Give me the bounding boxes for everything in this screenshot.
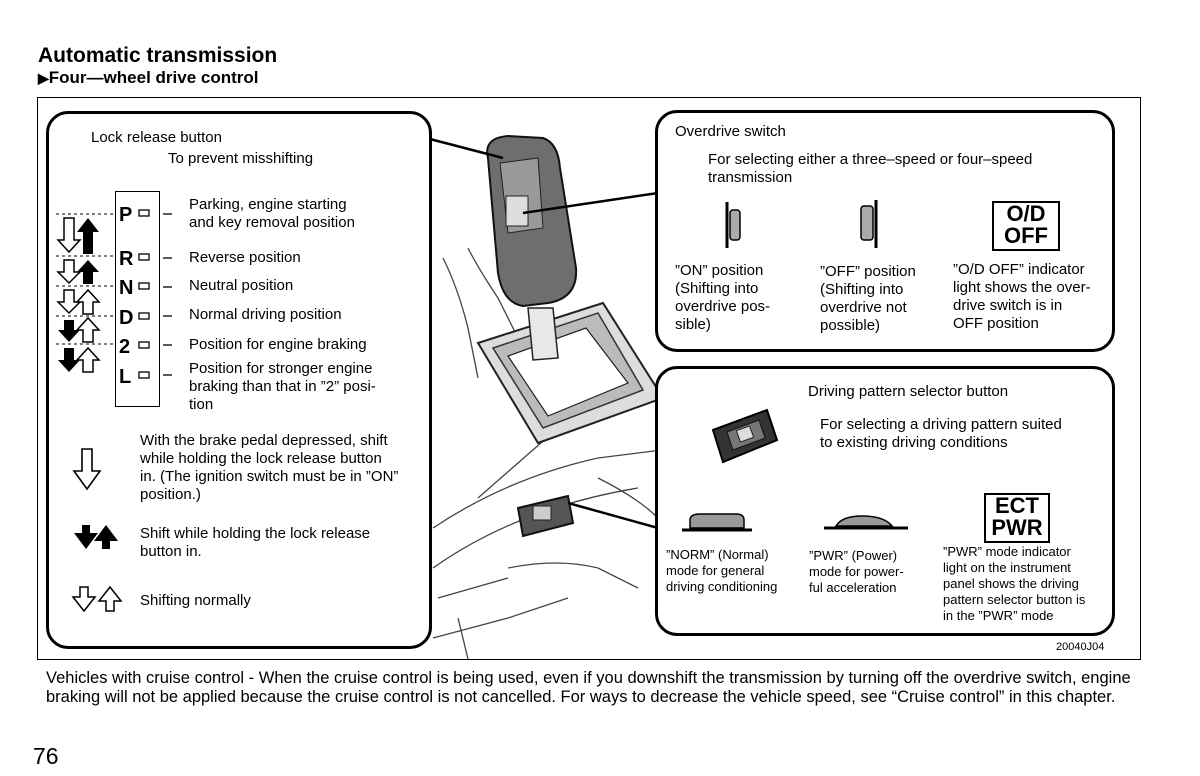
gear-desc-2: Position for engine braking — [189, 336, 367, 353]
od-ind-line: OFF position — [953, 315, 1039, 332]
legend-line: while holding the lock release button — [140, 450, 382, 467]
prevent-label: To prevent misshifting — [168, 150, 314, 167]
hollow-down-arrow-icon — [72, 448, 102, 491]
pwr-line: ful acceleration — [809, 580, 897, 595]
legend-line: Shift while holding the lock release — [140, 525, 371, 542]
ect-indicator-line: PWR — [991, 515, 1043, 540]
off-line: ”OFF” position — [820, 263, 916, 280]
pattern-desc-line: For selecting a driving pattern suited — [820, 416, 1062, 433]
page-subtitle: ▶Four—wheel drive control — [38, 68, 258, 88]
lock-release-label: Lock release button — [91, 129, 222, 146]
gate-arrows-graphic — [56, 213, 116, 373]
pattern-desc-line: to existing driving conditions — [820, 434, 1008, 451]
legend-icons — [71, 448, 123, 613]
legend-line: With the brake pedal depressed, shift — [140, 432, 388, 449]
overdrive-title: Overdrive switch — [675, 123, 786, 140]
gear-desc-n: Neutral position — [189, 277, 294, 294]
gear-indicator-marks — [138, 209, 172, 379]
pwr-line: ”PWR” (Power) — [809, 548, 898, 563]
od-off-indicator-icon: O/D OFF — [992, 201, 1060, 251]
shifter-illustration — [425, 134, 679, 659]
norm-line: mode for general — [666, 563, 765, 578]
overdrive-desc-line: transmission — [708, 169, 793, 186]
on-line: overdrive pos- — [675, 298, 771, 315]
gear-desc-r: Reverse position — [189, 249, 301, 266]
gear-desc-line: and key removal position — [189, 214, 355, 231]
gear-desc-line: Parking, engine starting — [189, 196, 347, 213]
off-line: overdrive not — [820, 299, 907, 316]
legend-text-normal: Shifting normally — [140, 592, 251, 609]
page-title: Automatic transmission — [38, 44, 278, 67]
od-ind-line: light shows the over- — [953, 279, 1091, 296]
gear-positions-panel — [46, 111, 432, 649]
gear-desc-p: Parking, engine starting and key removal… — [189, 196, 355, 232]
gear-letter-l: L — [119, 366, 132, 388]
norm-mode-text: ”NORM” (Normal) mode for general driving… — [666, 547, 777, 595]
pwr-button-icon — [824, 515, 908, 530]
off-line: possible) — [820, 317, 881, 334]
legend-line: button in. — [140, 543, 202, 560]
od-ind-line: drive switch is in — [953, 297, 1063, 314]
pattern-title: Driving pattern selector button — [808, 383, 1009, 400]
norm-line: ”NORM” (Normal) — [666, 547, 769, 562]
legend-text-brake: With the brake pedal depressed, shift wh… — [140, 432, 398, 504]
norm-line: driving conditioning — [666, 579, 778, 594]
pwr-ind-line: panel shows the driving — [943, 576, 1079, 591]
gear-letter-n: N — [119, 277, 134, 299]
ect-pwr-indicator-icon: ECT PWR — [984, 493, 1050, 543]
legend-line: position.) — [140, 486, 201, 503]
overdrive-on-text: ”ON” position (Shifting into overdrive p… — [675, 262, 770, 334]
solid-arrows-icon — [74, 525, 118, 549]
subtitle-text: Four—wheel drive control — [48, 68, 259, 87]
on-line: sible) — [675, 316, 711, 333]
on-line: ”ON” position — [675, 262, 764, 279]
overdrive-desc-line: For selecting either a three–speed or fo… — [708, 151, 1033, 168]
gear-gate-box — [115, 191, 160, 407]
on-line: (Shifting into — [675, 280, 759, 297]
norm-button-icon — [682, 513, 752, 532]
gear-desc-d: Normal driving position — [189, 306, 342, 323]
overdrive-on-switch-icon — [725, 202, 741, 248]
pwr-ind-line: ”PWR” mode indicator — [943, 544, 1071, 559]
pattern-desc: For selecting a driving pattern suited t… — [820, 416, 1062, 452]
overdrive-off-text: ”OFF” position (Shifting into overdrive … — [820, 263, 916, 335]
legend-line: in. (The ignition switch must be in ”ON” — [140, 468, 399, 485]
gear-desc-line: tion — [189, 396, 214, 413]
gear-letter-p: P — [119, 204, 133, 226]
gear-desc-line: braking than that in ”2” posi- — [189, 378, 376, 395]
page-number: 76 — [33, 743, 59, 769]
bullet-triangle-icon: ▶ — [38, 70, 49, 86]
pattern-selector-button-icon — [711, 408, 779, 464]
pwr-indicator-text: ”PWR” mode indicator light on the instru… — [943, 544, 1085, 624]
figure-frame — [37, 97, 1141, 660]
od-off-indicator-text: ”O/D OFF” indicator light shows the over… — [953, 261, 1091, 333]
pwr-ind-line: light on the instrument — [943, 560, 1071, 575]
overdrive-desc: For selecting either a three–speed or fo… — [708, 151, 1032, 187]
gear-letter-r: R — [119, 248, 134, 270]
driving-pattern-panel — [655, 366, 1115, 636]
od-indicator-line: O/D — [1006, 201, 1046, 226]
pwr-ind-line: pattern selector button is — [943, 592, 1086, 607]
ect-indicator-line: ECT — [995, 493, 1039, 518]
pwr-ind-line: in the ”PWR” mode — [943, 608, 1054, 623]
legend-text-lock: Shift while holding the lock release but… — [140, 525, 370, 561]
gear-letter-d: D — [119, 307, 134, 329]
gear-desc-line: Position for stronger engine — [189, 360, 373, 377]
gear-letter-2: 2 — [119, 336, 131, 358]
pwr-line: mode for power- — [809, 564, 904, 579]
figure-code: 20040J04 — [1056, 641, 1105, 653]
pwr-mode-text: ”PWR” (Power) mode for power- ful accele… — [809, 548, 904, 596]
overdrive-off-switch-icon — [860, 200, 878, 248]
off-line: (Shifting into — [820, 281, 904, 298]
gear-desc-l: Position for stronger engine braking tha… — [189, 360, 376, 414]
od-indicator-line: OFF — [1004, 223, 1048, 248]
hollow-arrows-icon — [71, 585, 123, 613]
od-ind-line: ”O/D OFF” indicator — [953, 261, 1085, 278]
cruise-control-note: Vehicles with cruise control - When the … — [46, 669, 1131, 706]
